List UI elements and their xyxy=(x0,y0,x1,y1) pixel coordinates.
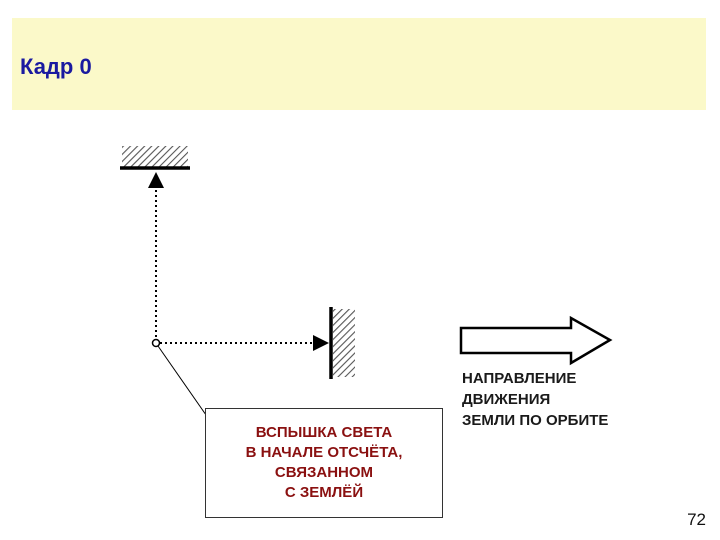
title-bar: Кадр 0 xyxy=(12,18,706,110)
direction-label: НАПРАВЛЕНИЕ ДВИЖЕНИЯ ЗЕМЛИ ПО ОРБИТЕ xyxy=(462,368,608,431)
page-number: 72 xyxy=(687,510,706,529)
flash-point xyxy=(151,338,161,348)
callout-line: В НАЧАЛЕ ОТСЧЁТА, xyxy=(245,444,403,461)
direction-line: ДВИЖЕНИЯ xyxy=(462,391,551,408)
slide-title: Кадр 0 xyxy=(20,54,92,79)
callout-line: ВСПЫШКА СВЕТА xyxy=(255,424,393,441)
callout-pointer xyxy=(157,345,214,426)
direction-arrow xyxy=(459,315,613,366)
direction-line: НАПРАВЛЕНИЕ xyxy=(462,370,577,387)
callout-line: С ЗЕМЛЁЙ xyxy=(284,484,364,501)
callout-line: СВЯЗАННОМ xyxy=(274,464,374,481)
direction-line: ЗЕМЛИ ПО ОРБИТЕ xyxy=(462,412,609,429)
flash-callout: ВСПЫШКА СВЕТА В НАЧАЛЕ ОТСЧЁТА, СВЯЗАННО… xyxy=(205,408,443,518)
right-mirror xyxy=(329,307,355,379)
top-mirror xyxy=(120,146,190,170)
